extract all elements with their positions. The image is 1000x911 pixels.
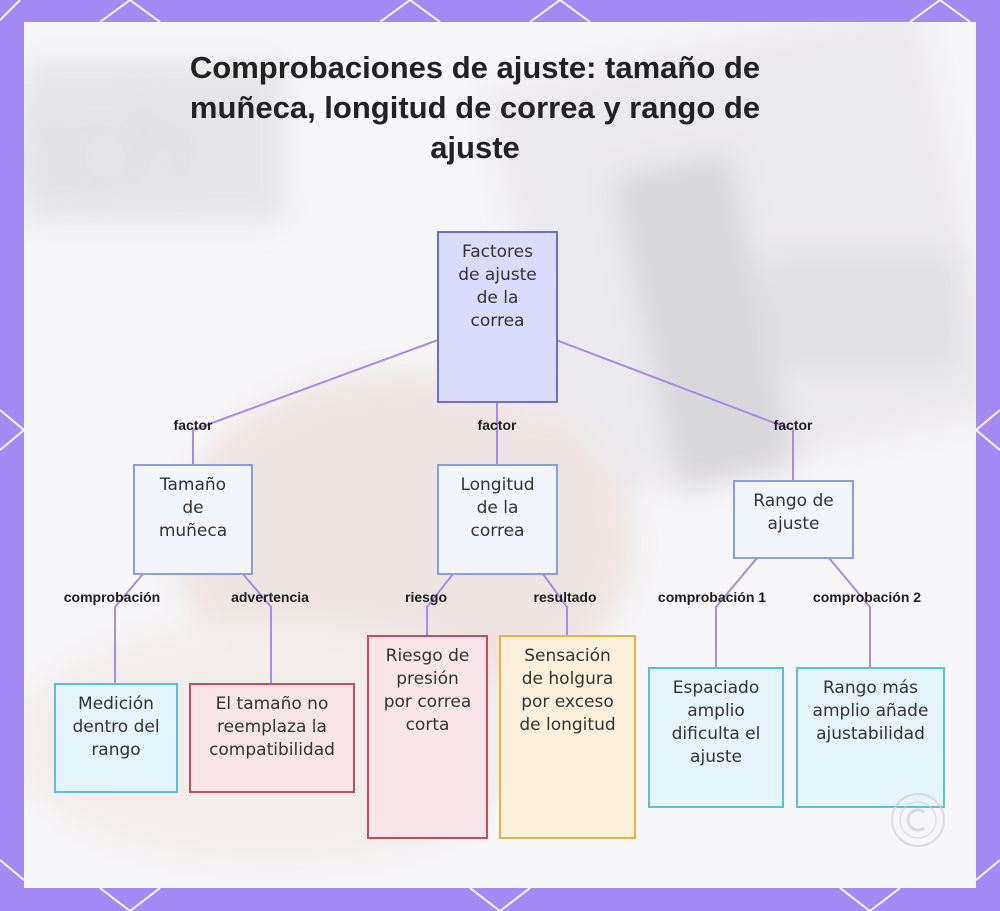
node-strap-length-label: Longitud de la correa xyxy=(460,475,535,541)
node-measure-in-range: Medición dentro del rango xyxy=(54,683,178,793)
node-size-not-replace-label: El tamaño no reemplaza la compatibilidad xyxy=(209,694,335,760)
node-strap-length: Longitud de la correa xyxy=(437,464,558,575)
node-pressure-risk: Riesgo de presión por correa corta xyxy=(367,635,488,839)
edge-label-result: resultado xyxy=(533,589,597,605)
background-watermark: tch xyxy=(24,74,197,220)
logo-watermark-icon xyxy=(891,793,945,847)
node-adjust-range: Rango de ajuste xyxy=(733,480,854,559)
edge-label-factor-left: factor xyxy=(173,417,213,433)
edge-label-check: comprobación xyxy=(63,589,161,605)
node-root: Factores de ajuste de la correa xyxy=(437,231,558,403)
node-wide-spacing-label: Espaciado amplio dificulta el ajuste xyxy=(671,678,761,767)
edge-label-check-1: comprobación 1 xyxy=(657,589,767,605)
node-measure-in-range-label: Medición dentro del rango xyxy=(72,694,160,760)
diagram-title: Comprobaciones de ajuste: tamaño de muñe… xyxy=(189,50,761,165)
node-wider-range-label: Rango más amplio añade ajustabilidad xyxy=(812,678,929,744)
edge-label-factor-center: factor xyxy=(477,417,517,433)
node-wide-spacing: Espaciado amplio dificulta el ajuste xyxy=(648,667,784,808)
node-wrist-size: Tamaño de muñeca xyxy=(133,464,253,575)
edge-label-factor-right: factor xyxy=(773,417,813,433)
node-pressure-risk-label: Riesgo de presión por correa corta xyxy=(383,646,472,735)
node-wrist-size-label: Tamaño de muñeca xyxy=(158,475,228,541)
edge-label-risk: riesgo xyxy=(404,589,448,605)
node-wider-range: Rango más amplio añade ajustabilidad xyxy=(796,667,945,808)
node-root-label: Factores de ajuste de la correa xyxy=(458,242,537,331)
node-size-not-replace: El tamaño no reemplaza la compatibilidad xyxy=(189,683,355,793)
edge-label-check-2: comprobación 2 xyxy=(812,589,922,605)
node-loose-feeling: Sensación de holgura por exceso de longi… xyxy=(499,635,636,839)
node-adjust-range-label: Rango de ajuste xyxy=(753,491,834,534)
node-loose-feeling-label: Sensación de holgura por exceso de longi… xyxy=(519,646,616,735)
edge-label-warning: advertencia xyxy=(231,589,309,605)
